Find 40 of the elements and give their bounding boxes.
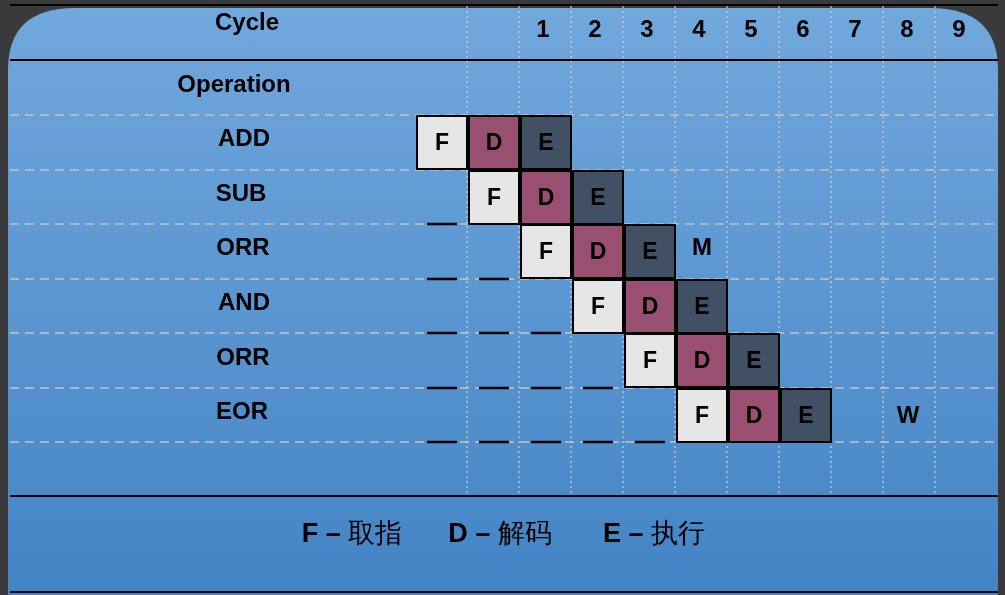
stage-letter: M bbox=[692, 233, 712, 261]
legend-text: D – 解码 bbox=[448, 517, 552, 550]
cycle-number: 8 bbox=[900, 15, 914, 43]
decode-box: D bbox=[728, 387, 780, 443]
execute-box: E bbox=[624, 224, 676, 279]
fetch-box: F bbox=[468, 169, 520, 225]
fetch-box: F bbox=[416, 115, 468, 170]
fetch-box: F bbox=[676, 387, 728, 443]
instruction-label: ADD bbox=[218, 124, 270, 152]
execute-box: E bbox=[676, 278, 728, 334]
execute-box: E bbox=[572, 169, 624, 225]
instruction-label: ORR bbox=[216, 343, 270, 371]
legend-text: F – 取指 bbox=[301, 517, 403, 550]
stage-letter: W bbox=[896, 401, 920, 429]
execute-box: E bbox=[728, 333, 780, 388]
cycle-number: 2 bbox=[588, 15, 602, 43]
cycle-number: 3 bbox=[640, 15, 654, 43]
cycle-number: 4 bbox=[692, 15, 706, 43]
cycle-number: 7 bbox=[848, 15, 862, 43]
instruction-label: ORR bbox=[216, 233, 270, 261]
instruction-label: AND bbox=[218, 288, 270, 316]
fetch-box: F bbox=[572, 278, 624, 334]
fetch-box: F bbox=[520, 224, 572, 279]
cycle-number: 5 bbox=[744, 15, 758, 43]
legend-text: E – 执行 bbox=[603, 517, 705, 550]
decode-box: D bbox=[624, 278, 676, 334]
cycle-number: 9 bbox=[952, 15, 966, 43]
cycle-number: 6 bbox=[796, 15, 810, 43]
decode-box: D bbox=[676, 333, 728, 388]
column-header: Cycle bbox=[215, 8, 279, 36]
execute-box: E bbox=[520, 115, 572, 170]
instruction-label: EOR bbox=[216, 397, 268, 425]
decode-box: D bbox=[520, 169, 572, 225]
execute-box: E bbox=[780, 387, 832, 443]
cycle-number: 1 bbox=[536, 15, 550, 43]
column-header: Operation bbox=[177, 70, 291, 98]
fetch-box: F bbox=[624, 333, 676, 388]
decode-box: D bbox=[572, 224, 624, 279]
decode-box: D bbox=[468, 115, 520, 170]
instruction-label: SUB bbox=[215, 179, 267, 207]
